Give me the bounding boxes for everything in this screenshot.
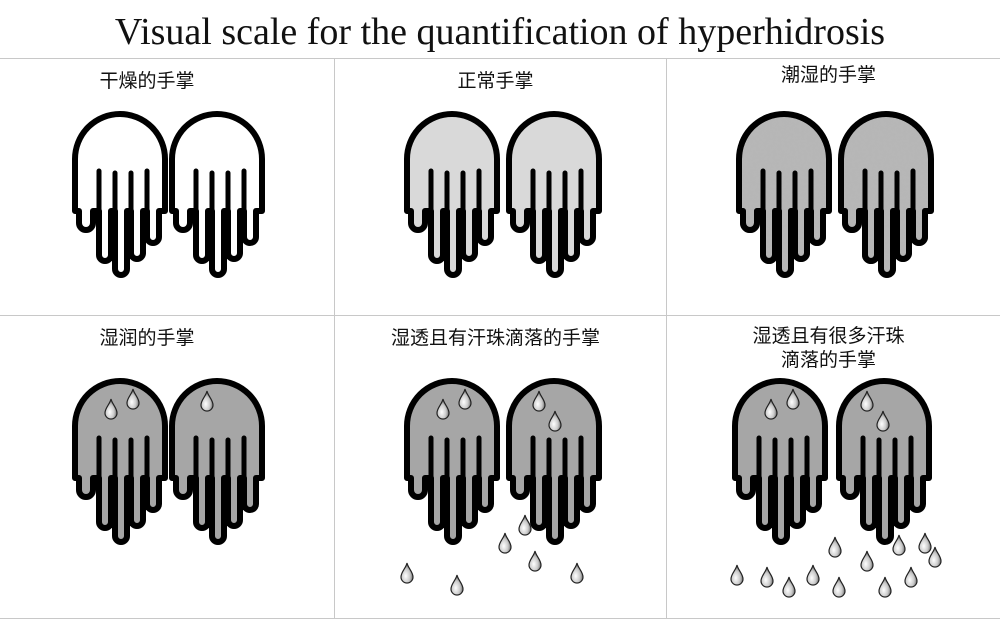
- right-hand-icon: [836, 378, 932, 545]
- falling-drop-icon: [806, 564, 820, 586]
- falling-drop-icon: [928, 546, 942, 568]
- right-hand-icon: [169, 378, 265, 545]
- sweat-drop-icon: [876, 410, 890, 432]
- falling-drop-icon: [892, 534, 906, 556]
- sweat-drop-icon: [764, 398, 778, 420]
- falling-drop-icon: [760, 566, 774, 588]
- sweat-drop-icon: [126, 388, 140, 410]
- falling-drop-icon: [498, 532, 512, 554]
- grid-line-middle: [0, 315, 1000, 316]
- panel-label: 潮湿的手掌: [780, 64, 876, 86]
- falling-drop-icon: [860, 550, 874, 572]
- left-hand-icon: [72, 111, 168, 278]
- falling-drop-icon: [450, 574, 464, 596]
- hands-illustration: [72, 378, 265, 545]
- left-hand-icon: [404, 111, 500, 278]
- falling-drop-icon: [400, 562, 414, 584]
- falling-drop-icon: [878, 576, 892, 598]
- sweat-drop-icon: [548, 410, 562, 432]
- falling-drop-icon: [904, 566, 918, 588]
- sweat-drop-icon: [860, 390, 874, 412]
- right-hand-icon: [838, 111, 934, 278]
- hands-illustration: [72, 111, 265, 278]
- sweat-drop-icon: [786, 388, 800, 410]
- sweat-drop-icon: [200, 390, 214, 412]
- figure-title: Visual scale for the quantification of h…: [114, 11, 886, 53]
- falling-drop-icon: [518, 514, 532, 536]
- panel-label: 干燥的手掌: [99, 70, 195, 92]
- falling-drop-icon: [782, 576, 796, 598]
- left-hand-icon: [732, 378, 828, 545]
- falling-drop-icon: [918, 532, 932, 554]
- sweat-drop-icon: [436, 398, 450, 420]
- sweat-drop-icon: [532, 390, 546, 412]
- left-hand-icon: [736, 111, 832, 278]
- panel-soaked-heavy-dripping-palms: 湿透且有很多汗珠 滴落的手掌: [667, 316, 1000, 618]
- falling-drop-icon: [832, 576, 846, 598]
- left-hand-icon: [404, 378, 500, 545]
- grid-line-right: [666, 58, 667, 618]
- panel-dry-palms: 干燥的手掌: [0, 59, 334, 315]
- hands-illustration: [736, 111, 934, 278]
- hands-illustration: [730, 378, 942, 598]
- hands-illustration: [404, 111, 602, 278]
- panel-wet-dripping-palms: 湿透且有汗珠滴落的手掌: [335, 316, 666, 618]
- falling-drop-icon: [730, 564, 744, 586]
- panel-damp-palms: 潮湿的手掌: [667, 59, 1000, 315]
- grid-line-bottom: [0, 618, 1000, 619]
- hands-illustration: [400, 378, 602, 596]
- sweat-drop-icon: [104, 398, 118, 420]
- left-hand-icon: [72, 378, 168, 545]
- grid-line-top: [0, 58, 1000, 59]
- panel-label: 湿润的手掌: [99, 327, 195, 349]
- panel-moist-palms: 湿润的手掌: [0, 316, 334, 618]
- sweat-drop-icon: [458, 388, 472, 410]
- right-hand-icon: [506, 111, 602, 278]
- falling-drop-icon: [828, 536, 842, 558]
- falling-drop-icon: [570, 562, 584, 584]
- right-hand-icon: [506, 378, 602, 545]
- panel-label-line-1: 湿透且有很多汗珠: [752, 325, 905, 347]
- right-hand-icon: [169, 111, 265, 278]
- panel-label: 正常手掌: [457, 70, 534, 92]
- falling-drop-icon: [528, 550, 542, 572]
- grid-line-left: [334, 58, 335, 618]
- panel-label: 湿透且有很多汗珠 滴落的手掌: [667, 324, 1000, 372]
- panel-label: 湿透且有汗珠滴落的手掌: [390, 327, 600, 349]
- panel-normal-palms: 正常手掌: [335, 59, 666, 315]
- panel-label-line-2: 滴落的手掌: [780, 349, 876, 371]
